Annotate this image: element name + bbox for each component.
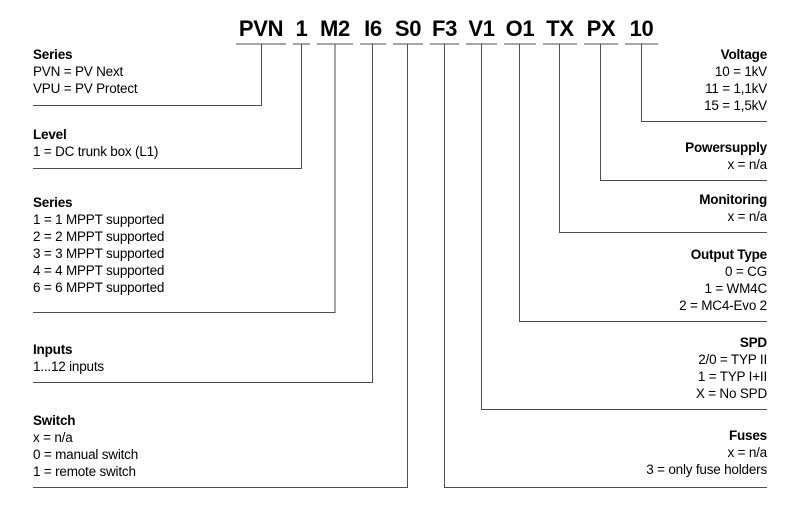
code-segment: V1 — [468, 16, 495, 41]
block-line: 15 = 1,5kV — [704, 98, 767, 113]
code-segment: TX — [546, 16, 574, 41]
block-title: Powersupply — [685, 140, 767, 155]
block-line: 10 = 1kV — [714, 64, 767, 79]
block-title: Level — [33, 127, 67, 142]
block-line: x = n/a — [727, 157, 767, 172]
block-line: 3 = 3 MPPT supported — [33, 246, 165, 261]
block-line: 1 = DC trunk box (L1) — [33, 144, 159, 159]
code-segment: S0 — [394, 16, 422, 41]
block-title: Voltage — [720, 47, 768, 62]
block-line: x = n/a — [727, 445, 767, 460]
block-line: 11 = 1,1kV — [705, 81, 767, 96]
block-line: 3 = only fuse holders — [646, 462, 767, 477]
block-title: SPD — [739, 335, 767, 350]
block-spd: SPD 2/0 = TYP II 1 = TYP I+II X = No SPD — [696, 334, 767, 402]
block-line: 0 = manual switch — [33, 447, 139, 462]
block-powersupply: Powersupply x = n/a — [685, 139, 767, 173]
block-inputs: Inputs 1...12 inputs — [33, 341, 104, 375]
block-line: VPU = PV Protect — [33, 81, 138, 96]
block-level: Level 1 = DC trunk box (L1) — [33, 126, 158, 160]
block-line: 6 = 6 MPPT supported — [33, 280, 165, 295]
block-series-mppt: Series 1 = 1 MPPT supported 2 = 2 MPPT s… — [33, 194, 164, 296]
block-monitoring: Monitoring x = n/a — [699, 191, 767, 225]
block-line: 1...12 inputs — [33, 359, 104, 374]
block-line: 4 = 4 MPPT supported — [33, 263, 165, 278]
block-line: x = n/a — [33, 430, 73, 445]
block-output-type: Output Type 0 = CG 1 = WM4C 2 = MC4-Evo … — [679, 246, 767, 314]
part-number-code-row: PVN 1 M2 I6 S0 F3 V1 O1 TX PX 10 — [0, 16, 800, 46]
block-line: 1 = remote switch — [33, 464, 136, 479]
block-line: 2 = MC4-Evo 2 — [679, 298, 767, 313]
block-line: 2 = 2 MPPT supported — [33, 229, 165, 244]
block-title: Series — [33, 47, 73, 62]
block-title: Monitoring — [699, 192, 767, 207]
block-line: 2/0 = TYP II — [698, 352, 767, 367]
block-line: 0 = CG — [725, 264, 767, 279]
block-line: 1 = TYP I+II — [697, 369, 767, 384]
block-title: Switch — [33, 413, 76, 428]
code-segment: 10 — [629, 16, 654, 41]
block-title: Inputs — [33, 342, 73, 357]
block-switch: Switch x = n/a 0 = manual switch 1 = rem… — [33, 412, 138, 480]
block-line: 1 = WM4C — [704, 281, 767, 296]
block-line: x = n/a — [727, 209, 767, 224]
code-segment: I6 — [364, 16, 382, 41]
block-line: X = No SPD — [695, 386, 767, 401]
code-segment: O1 — [505, 16, 535, 41]
code-segment: F3 — [431, 16, 458, 41]
code-segment: 1 — [295, 16, 308, 41]
code-segment: PX — [586, 16, 616, 41]
block-line: PVN = PV Next — [33, 64, 124, 79]
block-title: Output Type — [690, 247, 767, 262]
block-voltage: Voltage 10 = 1kV 11 = 1,1kV 15 = 1,5kV — [704, 46, 767, 114]
block-series-family: Series PVN = PV Next VPU = PV Protect — [33, 46, 138, 97]
code-segment: M2 — [320, 16, 350, 41]
code-segment: PVN — [238, 16, 284, 41]
block-line: 1 = 1 MPPT supported — [33, 212, 165, 227]
block-title: Series — [33, 195, 73, 210]
block-fuses: Fuses x = n/a 3 = only fuse holders — [646, 427, 767, 478]
block-title: Fuses — [728, 428, 767, 443]
